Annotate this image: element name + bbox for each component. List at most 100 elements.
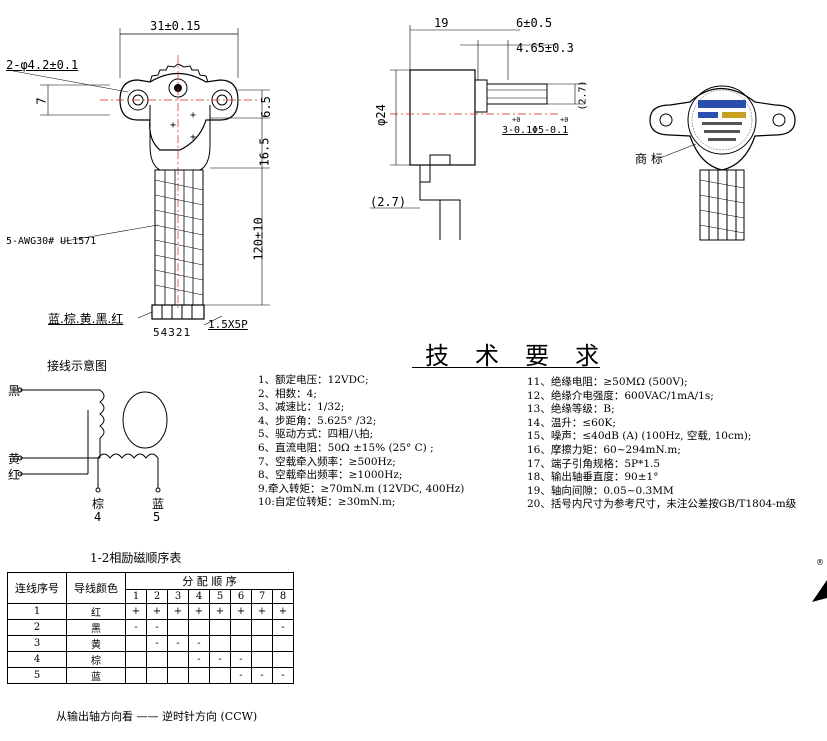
row-color: 蓝	[66, 667, 126, 684]
dim-19: 19	[434, 16, 449, 30]
dim-2-7-right: (2.7)	[577, 80, 589, 111]
sequence-cell	[167, 667, 189, 684]
sequence-cell	[251, 635, 273, 652]
step-header: 3	[167, 589, 189, 604]
step-header: 2	[146, 589, 168, 604]
requirement-item: 8、空载牵出频率：≥1000Hz;	[258, 469, 403, 482]
sequence-cell: -	[230, 667, 252, 684]
sequence-cell	[167, 619, 189, 636]
sequence-cell: -	[209, 651, 231, 668]
requirement-item: 16、摩擦力矩：60~294mN.m;	[527, 443, 681, 456]
pin-numbers: 54321	[153, 326, 192, 339]
sequence-cell: -	[146, 635, 168, 652]
wire-black-label: 黑	[8, 384, 21, 398]
row-number: 2	[7, 619, 67, 636]
row-number: 3	[7, 635, 67, 652]
requirements-right-list: 11、绝缘电阻：≥50MΩ (500V); 12、绝缘介电强度：600VAC/1…	[527, 376, 827, 512]
dim-phi24: φ24	[373, 104, 388, 126]
connector-label: 1.5X5P	[208, 318, 248, 331]
wire-yellow-label: 黄	[8, 452, 21, 466]
sequence-cell	[272, 635, 294, 652]
dim-6-5: 6.5	[258, 96, 273, 118]
wire-brown-label: 棕	[92, 497, 105, 511]
dim-16-5: 16.5	[257, 137, 272, 167]
sequence-cell: -	[188, 651, 210, 668]
wiring-title: 接线示意图	[47, 359, 108, 373]
row-color: 黑	[66, 619, 126, 636]
requirement-item: 6、直流电阻：50Ω ±15% (25° C) ;	[258, 441, 434, 454]
sequence-cell: -	[125, 619, 147, 636]
dim-width: 31±0.15	[150, 19, 201, 33]
dim-phi5-sup: +0	[560, 116, 569, 124]
header-seq: 连线序号	[7, 572, 67, 604]
requirement-item: 17、端子引角规格：5P*1.5	[527, 457, 661, 470]
requirement-item: 1、额定电压：12VDC;	[258, 374, 369, 386]
sequence-cell	[272, 651, 294, 668]
requirement-item: 12、绝缘介电强度：600VAC/1mA/1s;	[527, 389, 714, 402]
sequence-cell: -	[272, 619, 294, 636]
row-number: 5	[7, 667, 67, 684]
sequence-cell: +	[209, 603, 231, 620]
sequence-cell: -	[146, 619, 168, 636]
requirement-item: 9.牵入转矩：≥70mN.m (12VDC, 400Hz)	[258, 482, 465, 495]
sequence-cell	[188, 619, 210, 636]
sequence-cell: -	[167, 635, 189, 652]
sequence-cell: -	[272, 667, 294, 684]
sequence-cell	[251, 619, 273, 636]
svg-text:+: +	[190, 110, 196, 121]
requirement-item: 11、绝缘电阻：≥50MΩ (500V);	[527, 376, 688, 388]
requirement-item: 13、绝缘等级：B;	[527, 403, 615, 416]
step-header: 8	[272, 589, 294, 604]
sequence-cell	[167, 651, 189, 668]
dim-7: 7	[34, 97, 49, 105]
dim-120: 120±10	[251, 217, 266, 261]
row-color: 红	[66, 603, 126, 620]
requirement-item: 15、噪声：≤40dB (A) (100Hz, 空载, 10cm);	[527, 430, 752, 443]
requirement-item: 7、空载牵入频率：≥500Hz;	[258, 455, 396, 468]
row-number: 4	[7, 651, 67, 668]
sequence-cell	[209, 635, 231, 652]
requirement-item: 19、轴向间隙：0.05~0.3MM	[527, 484, 674, 497]
table-row: 1 红 + + + + + + + +	[7, 603, 294, 620]
sequence-cell	[209, 667, 231, 684]
sequence-cell	[125, 667, 147, 684]
requirement-item: 18、输出轴垂直度：90±1°	[527, 471, 659, 484]
requirement-item: 3、减速比：1/32;	[258, 401, 345, 414]
side-view-drawing	[370, 25, 585, 240]
sequence-cell	[230, 635, 252, 652]
sequence-cell	[146, 651, 168, 668]
iso-view-drawing	[649, 85, 796, 241]
registered-mark-icon: ®	[816, 558, 824, 567]
dim-3-sup: +0	[512, 116, 521, 124]
sequence-cell	[230, 619, 252, 636]
sequence-cell	[209, 619, 231, 636]
step-header: 7	[251, 589, 273, 604]
requirements-left-list: 1、额定电压：12VDC; 2、相数：4; 3、减速比：1/32; 4、步距角：…	[258, 374, 464, 510]
wire-blue-label: 蓝	[152, 497, 165, 511]
wiring-diagram	[17, 387, 168, 493]
requirement-item: 5、驱动方式：四相八拍;	[258, 428, 374, 441]
sequence-cell	[251, 651, 273, 668]
table-row: 4 棕 - - -	[7, 651, 294, 668]
sequence-cell: +	[125, 603, 147, 620]
sequence-cell	[125, 651, 147, 668]
table-row: 3 黄 - - -	[7, 635, 294, 652]
sequence-footer: 从输出轴方向看 —— 逆时针方向 (CCW)	[56, 710, 258, 723]
sequence-cell: -	[188, 635, 210, 652]
svg-text:+: +	[170, 120, 176, 131]
requirement-item: 14、温升：≤60K;	[527, 416, 616, 429]
sequence-cell: +	[272, 603, 294, 620]
row-number: 1	[7, 603, 67, 620]
sequence-table-title: 1-2相励磁顺序表	[90, 551, 182, 565]
dim-holes: 2-φ4.2±0.1	[6, 58, 79, 72]
trademark-label: 商 标	[635, 152, 663, 166]
sequence-cell: -	[251, 667, 273, 684]
sequence-cell	[125, 635, 147, 652]
arrow-mark-icon	[812, 580, 827, 602]
dim-phi5: Φ5-0.1	[532, 125, 569, 136]
requirement-item: 4、步距角：5.625° /32;	[258, 414, 377, 427]
wire-red-label: 红	[8, 468, 21, 482]
step-header: 5	[209, 589, 231, 604]
dim-4-65: 4.65±0.3	[516, 41, 574, 55]
sequence-cell	[188, 667, 210, 684]
